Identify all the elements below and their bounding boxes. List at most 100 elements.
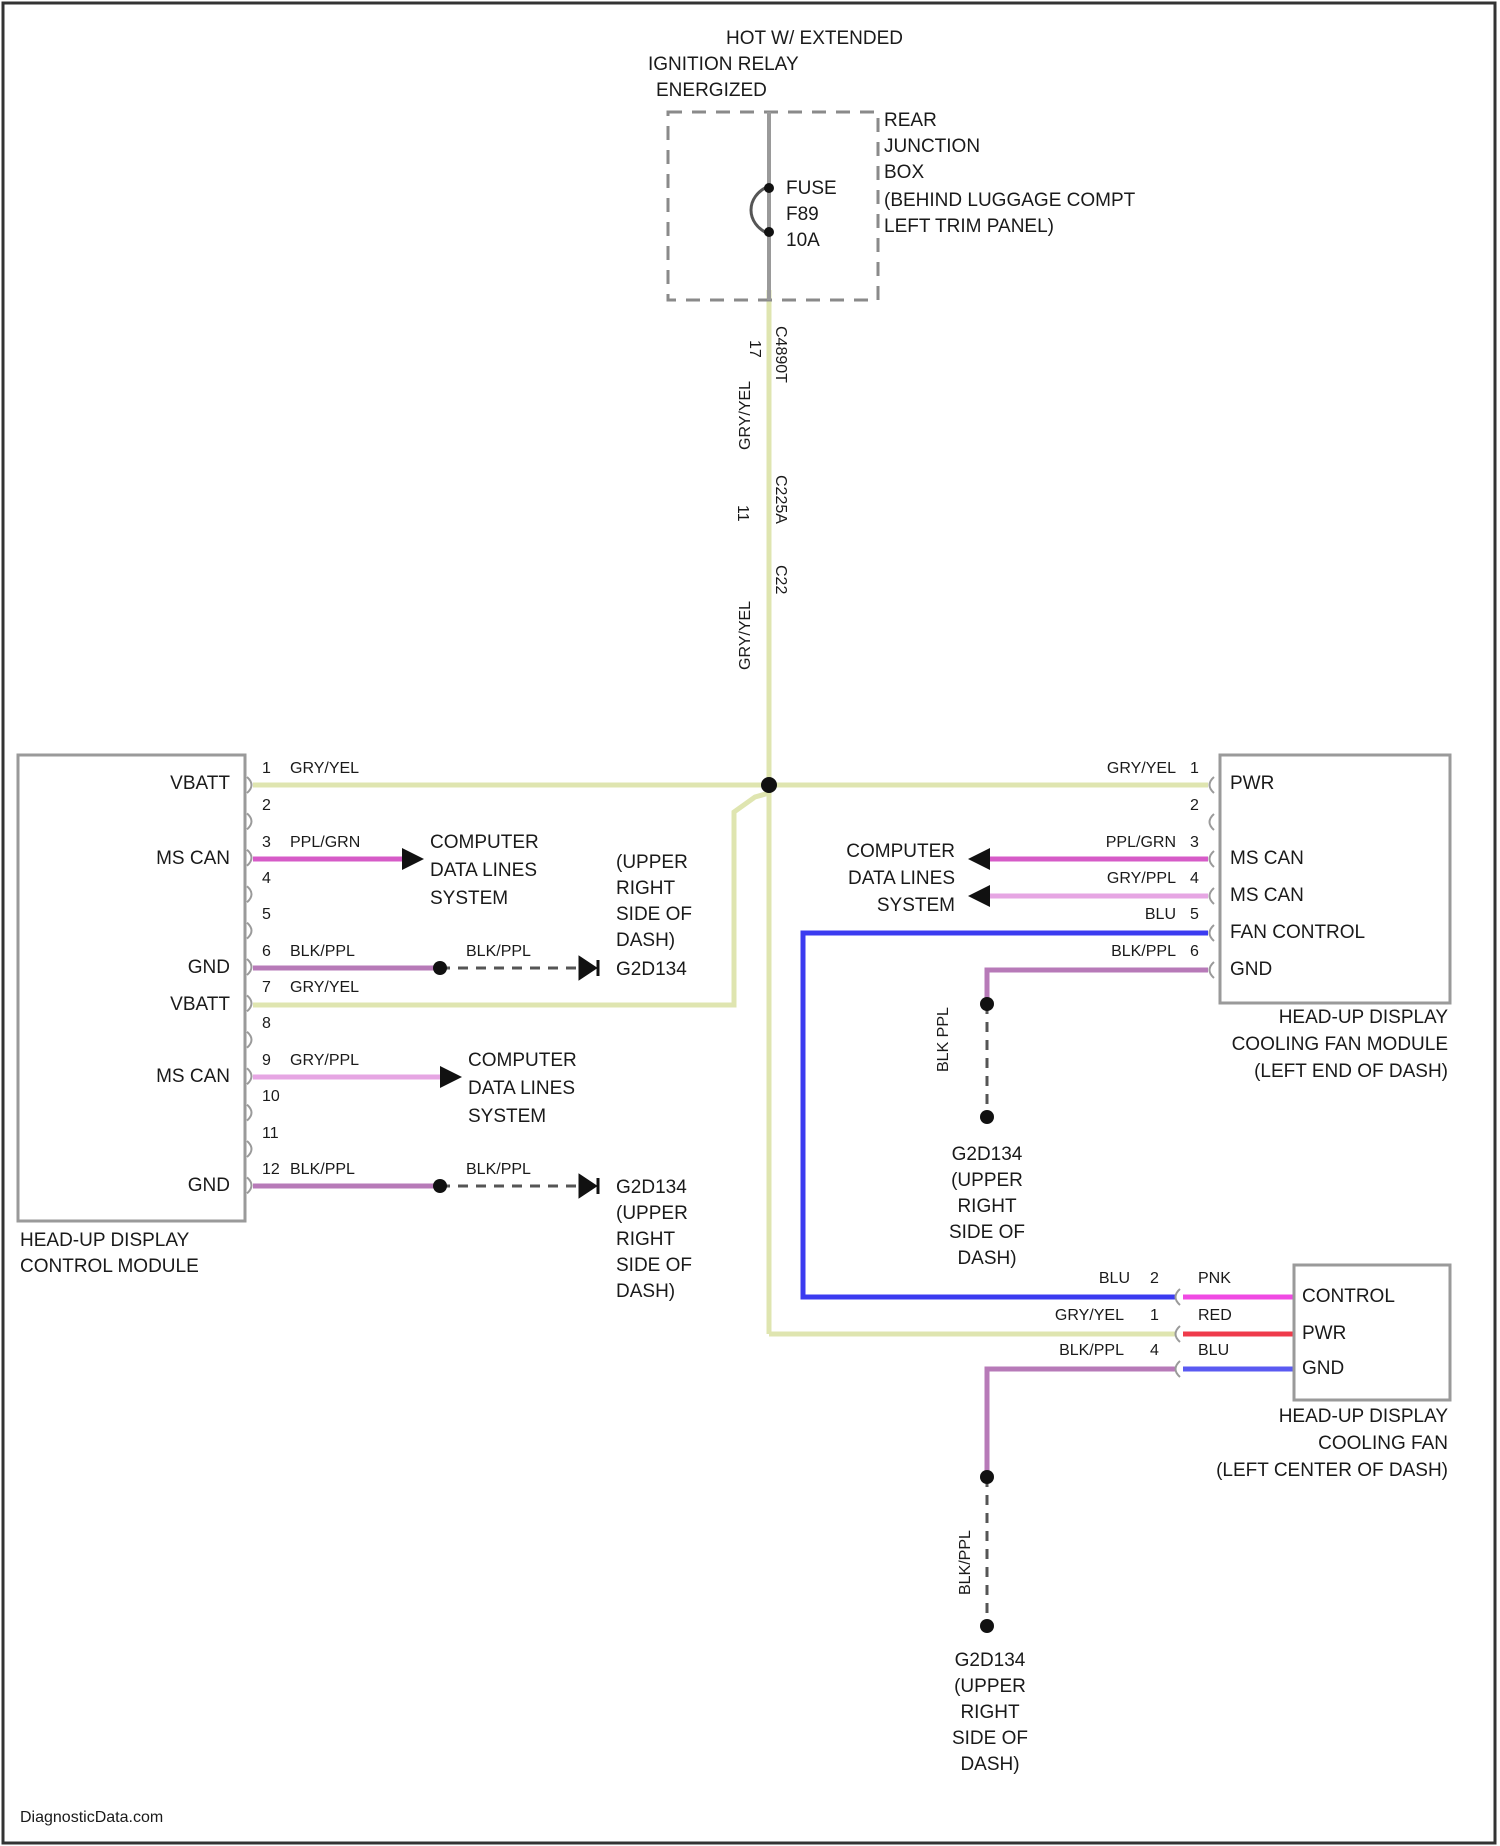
arrow-right-icon	[402, 848, 424, 870]
wire-color-mid: GRY/YEL	[737, 601, 754, 670]
pin-marker	[247, 995, 252, 1011]
hud-pin-9: 9	[262, 1052, 271, 1069]
source-label-3: ENERGIZED	[656, 80, 767, 101]
fan-lead-color-red: RED	[1198, 1307, 1232, 1324]
wire-connector-mid2: C22	[772, 565, 789, 594]
pin-marker	[1210, 814, 1215, 830]
splice-dot	[761, 777, 777, 793]
hud-pin-label-ms-can-2: MS CAN	[156, 1066, 230, 1087]
pin-marker	[1176, 1326, 1181, 1342]
ground-ref-1-id: G2D134	[616, 959, 687, 980]
hud-wire-color-9: GRY/PPL	[290, 1052, 359, 1069]
ground-dot-6	[980, 1619, 994, 1633]
fan-pin-4: 4	[1150, 1342, 1159, 1359]
hud-pin-12: 12	[262, 1161, 280, 1178]
ground-ref-4-line-4: DASH)	[960, 1754, 1019, 1775]
hud-pin-10: 10	[262, 1088, 280, 1105]
rjb-label-4: (BEHIND LUGGAGE COMPT	[884, 190, 1136, 211]
source-label-1: HOT W/ EXTENDED	[726, 28, 903, 49]
fan-module-wire-color-4: GRY/PPL	[1107, 870, 1176, 887]
cdl-ref-2-line-2: DATA LINES	[468, 1078, 575, 1099]
ground-ref-4-id: G2D134	[955, 1650, 1026, 1671]
cdl-ref-1-line-1: COMPUTER	[430, 832, 539, 853]
pin-marker	[247, 886, 252, 902]
ground-ref-3-line-3: SIDE OF	[949, 1222, 1025, 1243]
fan-ground-wire-label: BLK/PPL	[957, 1530, 974, 1595]
ground-dot-3	[980, 997, 994, 1011]
ground-ref-1-line-2: RIGHT	[616, 878, 676, 899]
fan-module-gnd-wire	[987, 970, 1208, 1004]
cdl-ref-1-line-2: DATA LINES	[430, 860, 537, 881]
ground-ref-4-line-3: SIDE OF	[952, 1728, 1028, 1749]
pin-marker	[247, 923, 252, 939]
fan-pin-markers	[1176, 1289, 1181, 1377]
ground-ref-2-id: G2D134	[616, 1177, 687, 1198]
fan-title-1: HEAD-UP DISPLAY	[1279, 1406, 1449, 1427]
fuse-label-3: 10A	[786, 230, 820, 251]
ground-wire-label-2: BLK/PPL	[466, 1161, 531, 1178]
ground-ref-2-line-3: SIDE OF	[616, 1255, 692, 1276]
wire-color-top: GRY/YEL	[737, 381, 754, 450]
ground-ref-4-line-2: RIGHT	[960, 1702, 1020, 1723]
fan-module-pin-label-fan-control: FAN CONTROL	[1230, 922, 1365, 943]
fan-lead-color-pnk: PNK	[1198, 1270, 1231, 1287]
fan-module-wire-color-6: BLK/PPL	[1111, 943, 1176, 960]
fan-module-pin-4: 4	[1190, 870, 1199, 887]
hud-wire-color-3: PPL/GRN	[290, 834, 360, 851]
fan-module-wire-color-5: BLU	[1145, 906, 1176, 923]
rjb-label-1: REAR	[884, 110, 937, 131]
fan-pin-2: 2	[1150, 1270, 1159, 1287]
ground-ref-4-line-1: (UPPER	[954, 1676, 1026, 1697]
hud-pin-4: 4	[262, 870, 271, 887]
fuse-label-1: FUSE	[786, 178, 837, 199]
ground-ref-1-line-1: (UPPER	[616, 852, 688, 873]
cdl-ref-2-line-1: COMPUTER	[468, 1050, 577, 1071]
fan-module-title-1: HEAD-UP DISPLAY	[1279, 1007, 1449, 1028]
fan-title-2: COOLING FAN	[1318, 1433, 1448, 1454]
rjb-label-2: JUNCTION	[884, 136, 980, 157]
fuse-terminal-top	[764, 183, 774, 193]
ground-wire-label-1: BLK/PPL	[466, 943, 531, 960]
pin-marker	[247, 1177, 252, 1193]
hud-pin-label-gnd-2: GND	[188, 1175, 230, 1196]
ground-symbol-icon	[580, 1176, 598, 1196]
ground-symbol-icon	[580, 958, 598, 978]
fan-module-pin-3: 3	[1190, 834, 1199, 851]
fan-pin-label-gnd: GND	[1302, 1358, 1344, 1379]
fan-module-pin-2: 2	[1190, 797, 1199, 814]
ground-ref-3-line-4: DASH)	[957, 1248, 1016, 1269]
ground-ref-3-line-1: (UPPER	[951, 1170, 1023, 1191]
fan-title-3: (LEFT CENTER OF DASH)	[1216, 1460, 1448, 1481]
pin-marker	[1176, 1361, 1181, 1377]
hud-control-module	[18, 755, 245, 1221]
pin-marker	[247, 1068, 252, 1084]
hud-wire-color-7: GRY/YEL	[290, 979, 359, 996]
fan-module-pin-1: 1	[1190, 760, 1199, 777]
source-label-2: IGNITION RELAY	[648, 54, 799, 75]
hud-module-title-1: HEAD-UP DISPLAY	[20, 1230, 190, 1251]
fan-wire-color-blk-ppl: BLK/PPL	[1059, 1342, 1124, 1359]
hud-pin-label-vbatt-2: VBATT	[170, 994, 230, 1015]
pin-marker	[1210, 851, 1215, 867]
ground-ref-2-line-1: (UPPER	[616, 1203, 688, 1224]
ground-ref-2-line-4: DASH)	[616, 1281, 675, 1302]
ground-dot-5	[980, 1110, 994, 1124]
pin-marker	[247, 1105, 252, 1121]
rjb-label-5: LEFT TRIM PANEL)	[884, 216, 1054, 237]
wire-connector-top: C4890T	[772, 326, 789, 383]
fan-wire-color-gry-yel: GRY/YEL	[1055, 1307, 1124, 1324]
cdl-ref-1-line-3: SYSTEM	[430, 888, 508, 909]
fan-pin-label-pwr: PWR	[1302, 1323, 1346, 1344]
hud-wire-color-12: BLK/PPL	[290, 1161, 355, 1178]
pin-marker	[1210, 925, 1215, 941]
fan-module-title-2: COOLING FAN MODULE	[1232, 1034, 1448, 1055]
fan-pin-1: 1	[1150, 1307, 1159, 1324]
hud-pin-label-vbatt: VBATT	[170, 773, 230, 794]
pin-marker	[1210, 777, 1215, 793]
hud-module-title-2: CONTROL MODULE	[20, 1256, 199, 1277]
pin-marker	[1210, 962, 1215, 978]
fan-module-title-3: (LEFT END OF DASH)	[1254, 1061, 1448, 1082]
ground-ref-1-line-3: SIDE OF	[616, 904, 692, 925]
fan-module-pin-6: 6	[1190, 943, 1199, 960]
pin-marker	[247, 777, 252, 793]
